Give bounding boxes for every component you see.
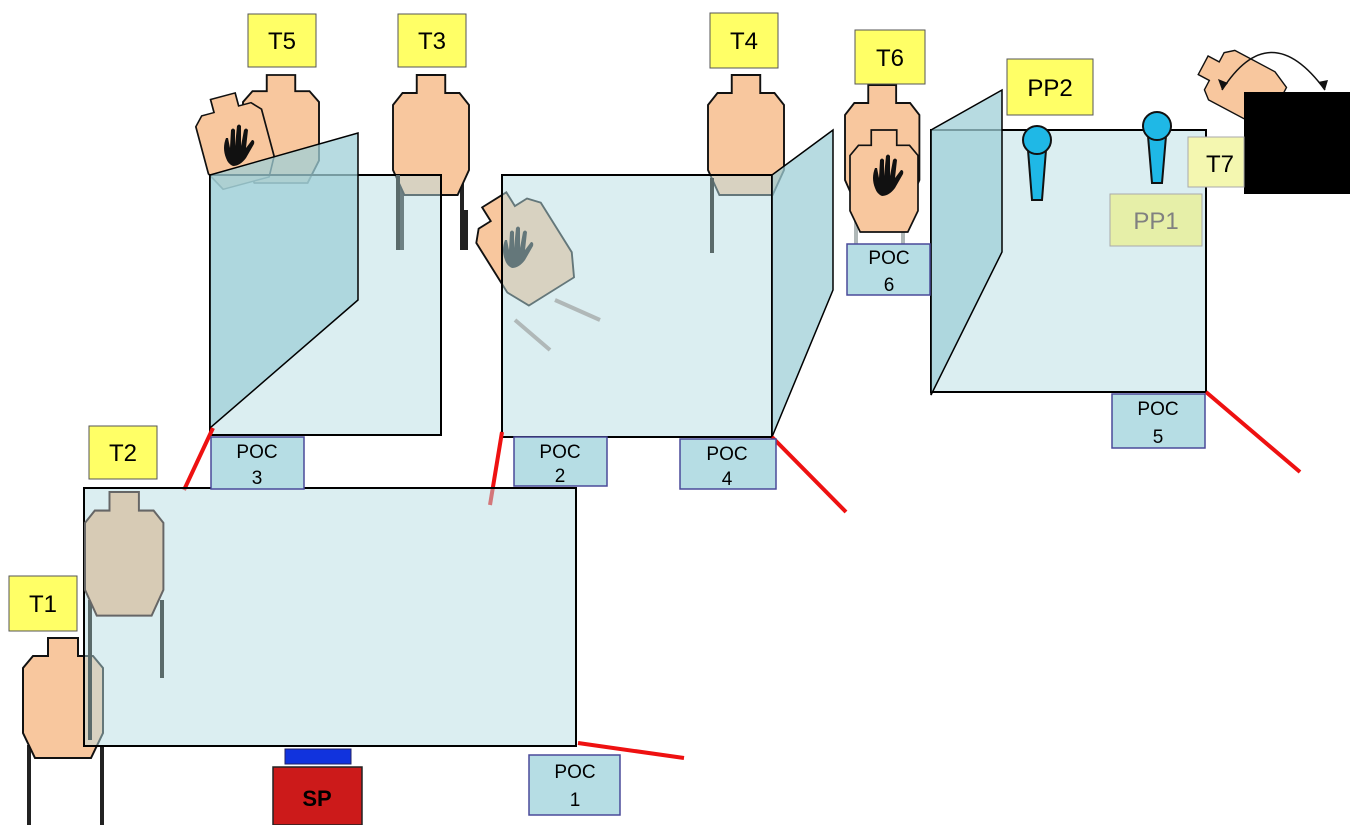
poc-6-line1: POC [868,248,909,269]
bay-poc5 [930,39,1350,474]
poc-1-line1: POC [554,762,595,783]
swinger-cover [1244,92,1350,194]
poc-3: POC 3 [210,436,305,490]
label-t5: T5 [247,13,317,68]
poc-6-line2: 6 [884,275,895,296]
swinging-no-shoot [461,178,585,313]
start-position-label: SP [302,786,331,811]
svg-text:T4: T4 [730,28,758,55]
bay-poc2-poc4 [461,74,848,514]
label-pp2: PP2 [1006,58,1094,116]
label-t4: T4 [709,12,779,69]
poc-1: POC 1 [528,754,621,816]
bay-start: SP [22,487,685,825]
curved-double-arrow-icon [1221,51,1326,91]
label-t7: T7 [1187,136,1245,188]
target-t1 [22,637,104,825]
poc-2: POC 2 [513,436,608,487]
poc-6: POC 6 [846,243,931,296]
label-t6: T6 [854,29,926,85]
poc-2-line2: 2 [555,466,566,487]
bay-poc3 [182,74,470,491]
poc-2-line1: POC [539,442,580,463]
label-pp1: PP1 [1109,193,1203,247]
poc-5: POC 5 [1111,393,1206,449]
svg-text:PP2: PP2 [1027,75,1072,102]
svg-text:PP1: PP1 [1133,208,1178,235]
svg-text:T5: T5 [268,28,296,55]
svg-text:T7: T7 [1206,151,1234,178]
label-t1: T1 [8,575,78,632]
poc-3-line2: 3 [252,468,263,489]
label-t3: T3 [397,13,467,68]
svg-text:T1: T1 [29,591,57,618]
poc-1-line2: 1 [570,790,581,811]
poc-4: POC 4 [679,438,777,490]
svg-text:T6: T6 [876,45,904,72]
label-t2: T2 [88,425,158,480]
svg-text:T3: T3 [418,28,446,55]
poc-3-line1: POC [236,442,277,463]
target-t7-swinger [1189,39,1350,194]
popper-pp2 [1022,125,1052,201]
poc-4-line2: 4 [722,469,733,490]
target-t2 [83,490,165,740]
start-position: SP [272,766,363,825]
popper-pp1 [1142,111,1172,184]
target-t6 [844,84,921,248]
start-bar [284,748,352,765]
poc-5-line2: 5 [1153,427,1164,448]
poc-4-line1: POC [706,444,747,465]
svg-text:T2: T2 [109,440,137,467]
poc-5-line1: POC [1137,399,1178,420]
